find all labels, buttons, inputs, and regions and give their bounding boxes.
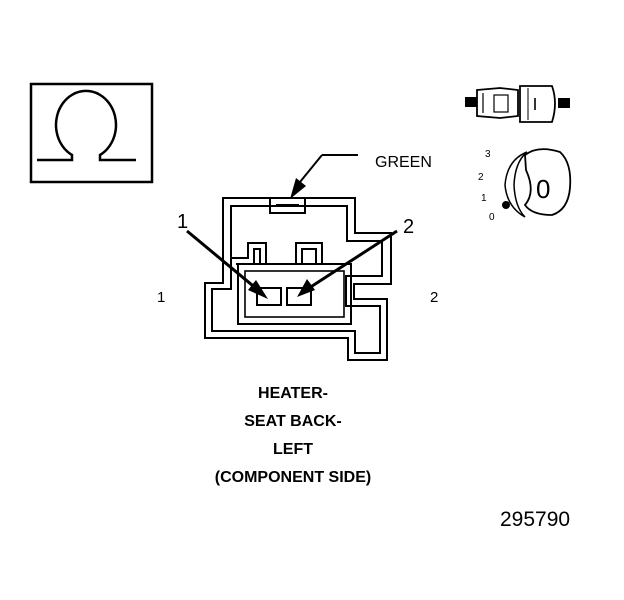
switch-position-1: 1	[481, 193, 487, 204]
keying-ribs	[232, 242, 340, 265]
pointer-arrow-1	[186, 229, 268, 299]
ohm-symbol-icon	[29, 82, 154, 184]
switch-position-2: 2	[478, 172, 484, 183]
switch-position-0: 0	[489, 212, 495, 223]
knob-label: 0	[536, 174, 550, 204]
switch-position-3: 3	[485, 149, 491, 160]
pointer-arrow-2	[297, 229, 398, 297]
green-wire-leader	[290, 154, 358, 199]
wire-color-label: GREEN	[375, 154, 432, 171]
locking-tab	[269, 198, 306, 214]
figure-number: 295790	[500, 508, 571, 531]
caption-line-4: (COMPONENT SIDE)	[214, 469, 372, 486]
side-label-1: 1	[157, 289, 165, 306]
component-caption: HEATER- SEAT BACK- LEFT (COMPONENT SIDE)	[168, 380, 418, 492]
pointer-label-2: 2	[403, 216, 414, 238]
side-label-2: 2	[430, 289, 438, 306]
caption-line-3: LEFT	[273, 441, 313, 458]
pointer-label-1: 1	[177, 211, 188, 233]
connector-body	[204, 197, 392, 361]
connector-plug-icon	[465, 85, 570, 123]
rotary-switch-icon	[502, 148, 572, 218]
caption-line-2: SEAT BACK-	[244, 413, 342, 430]
caption-line-1: HEATER-	[258, 385, 328, 402]
